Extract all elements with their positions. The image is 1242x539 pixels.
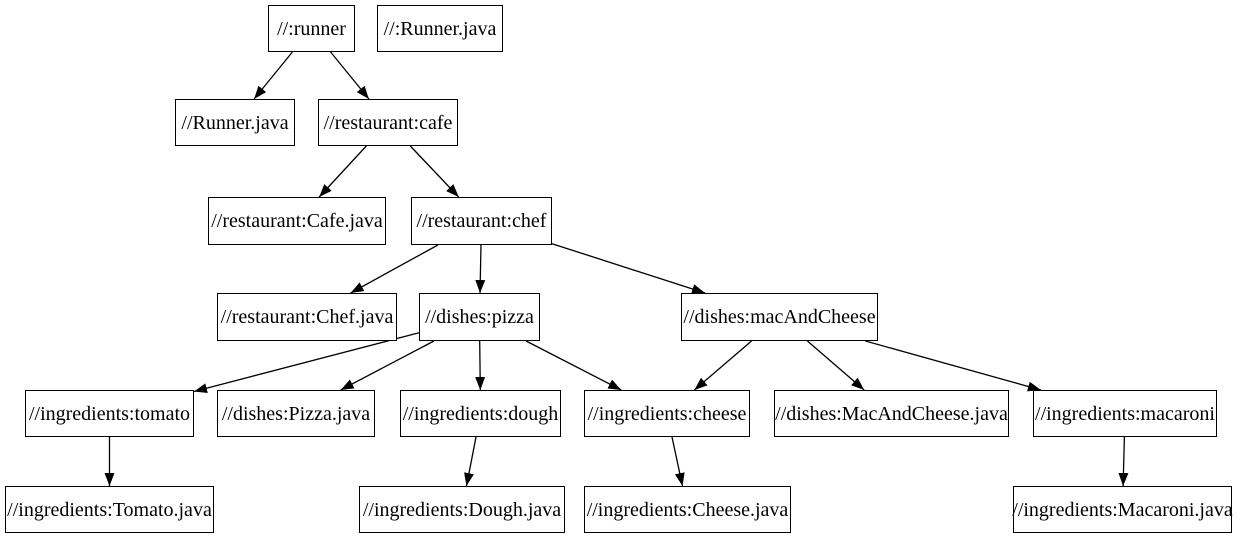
graph-node-runner-java-target: //:Runner.java [377,5,503,52]
graph-node-label: //restaurant:cafe [323,111,453,134]
graph-node-dough-java: //ingredients:Dough.java [359,486,565,533]
graph-node-chef-java: //restaurant:Chef.java [217,293,397,341]
graph-node-label: //restaurant:Chef.java [220,306,394,328]
graph-node-pizza: //dishes:pizza [419,293,540,341]
graph-edge-runner-to-cafe [330,51,370,100]
graph-edge-chef-to-pizza [475,244,486,294]
graph-node-label: //dishes:MacAndCheese.java [775,402,1008,425]
graph-edge-macaroni-to-macaroni-java [1118,436,1129,487]
graph-node-runner-java-file: //Runner.java [175,99,295,146]
graph-node-tomato-java: //ingredients:Tomato.java [5,486,214,533]
graph-node-label: //ingredients:Tomato.java [7,498,212,521]
graph-node-label: //dishes:macAndCheese [683,306,876,328]
graph-node-chef: //restaurant:chef [411,197,552,245]
graph-edge-mac-and-cheese-to-macaroni [865,340,1042,392]
graph-node-cheese-java: //ingredients:Cheese.java [584,486,791,533]
graph-edge-runner-to-runner-java-file [253,51,293,100]
graph-node-tomato: //ingredients:tomato [25,390,194,437]
graph-node-label: //ingredients:macaroni [1035,402,1215,425]
graph-edge-chef-to-mac-and-cheese [551,243,706,294]
graph-node-label: //ingredients:tomato [28,402,191,425]
graph-node-label: //ingredients:Dough.java [362,498,562,521]
graph-node-label: //ingredients:Macaroni.java [1012,498,1233,521]
graph-node-label: //restaurant:chef [416,210,547,232]
graph-node-macaroni-java: //ingredients:Macaroni.java [1012,486,1233,533]
graph-node-label: //Runner.java [181,111,289,134]
graph-edge-cafe-to-cafe-java [318,145,367,198]
graph-edge-pizza-to-cheese [525,340,622,391]
graph-edge-dough-to-dough-java [464,436,477,487]
graph-node-label: //:Runner.java [383,17,497,40]
graph-edge-mac-and-cheese-to-mac-and-cheese-java [806,340,865,391]
graph-node-cafe: //restaurant:cafe [318,99,458,146]
graph-node-cheese: //ingredients:cheese [584,390,750,437]
graph-node-mac-and-cheese: //dishes:macAndCheese [681,293,878,341]
graph-edge-pizza-to-pizza-java [340,340,435,391]
graph-edge-pizza-to-dough [475,340,486,391]
graph-node-label: //dishes:pizza [425,306,534,328]
graph-node-label: //dishes:Pizza.java [221,402,371,425]
graph-edge-cheese-to-cheese-java [671,436,685,487]
graph-node-label: //restaurant:Cafe.java [211,210,383,232]
graph-node-macaroni: //ingredients:macaroni [1033,390,1217,437]
graph-node-pizza-java: //dishes:Pizza.java [217,390,375,437]
graph-node-label: //ingredients:Cheese.java [586,498,789,521]
graph-node-cafe-java: //restaurant:Cafe.java [208,197,386,245]
graph-node-label: //ingredients:dough [402,402,559,425]
graph-node-label: //ingredients:cheese [587,402,747,425]
graph-edge-mac-and-cheese-to-cheese [693,340,752,391]
graph-edge-pizza-to-tomato [193,332,420,394]
graph-node-dough: //ingredients:dough [400,390,561,437]
graph-node-label: //:runner [277,17,346,40]
graph-node-mac-and-cheese-java: //dishes:MacAndCheese.java [774,390,1009,437]
graph-edge-cafe-to-chef [409,145,460,198]
graph-node-runner: //:runner [268,5,355,52]
graph-edge-chef-to-chef-java [350,244,439,294]
